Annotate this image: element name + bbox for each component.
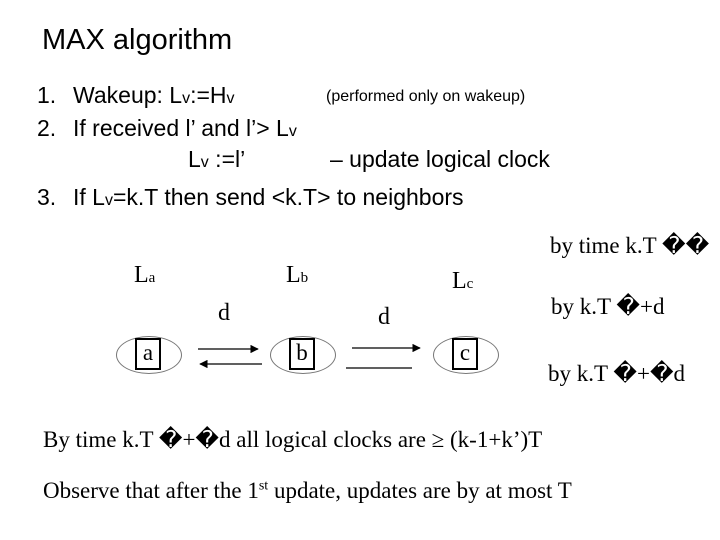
step-3-number: 3. xyxy=(37,184,57,210)
clock-label-c: Lc xyxy=(452,268,474,294)
node-b-box: b xyxy=(289,338,315,370)
bottom-line-2-post: update, updates are by at most T xyxy=(268,478,572,503)
step-3: 3. If Lv=k.T then send <k.T> to neighbors xyxy=(37,184,464,211)
step-1-text-b: :=H xyxy=(190,82,227,108)
step-2-action: Lv :=l’ xyxy=(188,146,245,173)
side-note-2: by k.T �+d xyxy=(551,294,665,319)
node-a-box: a xyxy=(135,338,161,370)
step-3-text-a: If L xyxy=(73,184,105,210)
side-note-1: by time k.T �� xyxy=(550,233,710,258)
step-2-action-a: L xyxy=(188,146,201,172)
clock-label-b: Lb xyxy=(286,262,309,288)
clock-label-a: La xyxy=(134,262,156,288)
bottom-line-1: By time k.T �+�d all logical clocks are … xyxy=(43,427,543,452)
node-a-ring xyxy=(116,336,182,374)
step-3-sub: v xyxy=(104,192,113,209)
delay-label-bc: d xyxy=(378,304,390,330)
slide-title: MAX algorithm xyxy=(42,24,233,56)
bottom-line-2-sup: st xyxy=(258,478,269,494)
node-c-box: c xyxy=(452,338,478,370)
step-2-comment: – update logical clock xyxy=(330,146,550,172)
bottom-line-2-pre: Observe that after the 1 xyxy=(43,478,259,503)
step-2-action-b: :=l’ xyxy=(208,146,246,172)
step-1-number: 1. xyxy=(37,82,57,108)
step-1: 1.Wakeup: Lv:=Hv xyxy=(37,82,235,109)
step-1-text-a: Wakeup: L xyxy=(73,82,183,108)
step-2-number: 2. xyxy=(37,115,57,141)
delay-label-ab: d xyxy=(218,300,230,326)
step-3-text-b: =k.T then send <k.T> to neighbors xyxy=(112,184,464,210)
node-c-ring xyxy=(433,336,499,374)
step-2-sub: v xyxy=(288,123,297,140)
step-1-sub-b: v xyxy=(226,90,235,107)
step-1-note: (performed only on wakeup) xyxy=(326,88,526,105)
node-b-ring xyxy=(270,336,336,374)
step-1-sub-a: v xyxy=(182,90,191,107)
bottom-line-2: Observe that after the 1st update, updat… xyxy=(43,478,572,504)
step-2-text: If received l’ and l’> L xyxy=(73,115,289,141)
side-note-3: by k.T �+�d xyxy=(548,361,686,386)
step-2: 2. If received l’ and l’> Lv xyxy=(37,115,297,142)
step-2-action-sub: v xyxy=(200,154,209,171)
